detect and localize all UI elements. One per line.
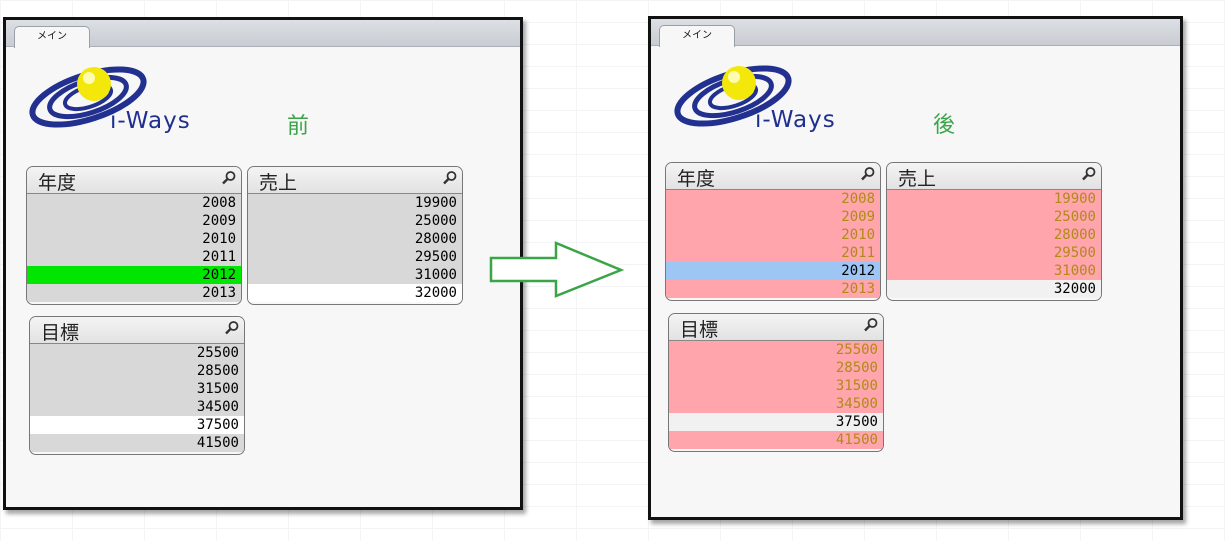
after-label: 後 [933,113,956,138]
arrow-right-icon [489,241,625,298]
listbox-value[interactable]: 37500 [669,413,883,431]
listbox-title: 売上 [259,172,298,194]
listbox-value[interactable]: 34500 [669,395,883,413]
listbox-value[interactable]: 25000 [887,208,1101,226]
listbox-value[interactable]: 34500 [30,398,244,416]
listbox-value[interactable]: 28500 [30,362,244,380]
listbox-value[interactable]: 31500 [30,380,244,398]
listbox-value[interactable]: 2013 [27,284,241,302]
listbox-value[interactable]: 2013 [666,280,880,298]
listbox-value[interactable]: 31000 [887,262,1101,280]
listbox-value[interactable]: 19900 [248,194,462,212]
listbox-value[interactable]: 2008 [666,190,880,208]
search-icon[interactable] [863,317,879,333]
listbox-value[interactable]: 32000 [248,284,462,302]
listbox-value[interactable]: 29500 [248,248,462,266]
listbox-value[interactable]: 28000 [887,226,1101,244]
search-icon[interactable] [224,320,240,336]
listbox-value[interactable]: 28000 [248,230,462,248]
listbox-value[interactable]: 25500 [30,344,244,362]
listbox-header: 年度 [666,163,880,190]
listbox-value[interactable]: 28500 [669,359,883,377]
listbox-header: 売上 [248,167,462,194]
logo-text: i-Ways [755,107,836,133]
listbox-value[interactable]: 2011 [27,248,241,266]
search-icon[interactable] [221,170,237,186]
i-ways-logo-icon [29,66,147,128]
listbox-value[interactable]: 41500 [30,434,244,452]
search-icon[interactable] [442,170,458,186]
listbox-value[interactable]: 31000 [248,266,462,284]
listbox-value[interactable]: 25500 [669,341,883,359]
listbox-value[interactable]: 2009 [27,212,241,230]
listbox-value[interactable]: 19900 [887,190,1101,208]
before-label: 前 [287,114,310,139]
listbox-title: 年度 [677,168,716,190]
listbox-value[interactable]: 2011 [666,244,880,262]
sheet-tab-bar: メイン [6,20,520,48]
listbox-value[interactable]: 41500 [669,431,883,449]
listbox-header: 年度 [27,167,241,194]
listbox-title: 目標 [680,319,719,341]
listbox-header: 目標 [669,314,883,341]
search-icon[interactable] [1081,166,1097,182]
listbox-value[interactable]: 37500 [30,416,244,434]
listbox-title: 目標 [41,322,80,344]
listbox-value[interactable]: 2010 [666,226,880,244]
listbox-value[interactable]: 2012 [27,266,241,284]
listbox-value[interactable]: 2010 [27,230,241,248]
listbox-value[interactable]: 2008 [27,194,241,212]
search-icon[interactable] [860,166,876,182]
listbox-value[interactable]: 32000 [887,280,1101,298]
listbox-value[interactable]: 2009 [666,208,880,226]
listbox-title: 売上 [898,168,937,190]
listbox-header: 目標 [30,317,244,344]
listbox-value[interactable]: 31500 [669,377,883,395]
sheet-tab-bar: メイン [651,19,1180,47]
listbox-title: 年度 [38,172,77,194]
tab-main[interactable]: メイン [14,26,90,48]
i-ways-logo-icon [674,65,792,127]
logo-text: i-Ways [110,108,191,134]
listbox-value[interactable]: 29500 [887,244,1101,262]
listbox-value[interactable]: 2012 [666,262,880,280]
listbox-value[interactable]: 25000 [248,212,462,230]
tab-main[interactable]: メイン [659,25,735,47]
listbox-header: 売上 [887,163,1101,190]
